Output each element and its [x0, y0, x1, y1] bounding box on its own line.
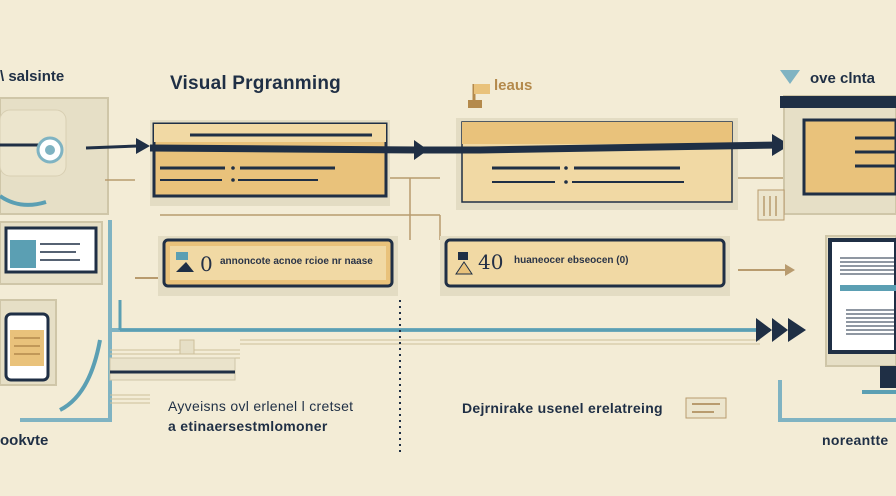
teal-right-loop — [778, 380, 896, 422]
caption-card-icon — [685, 397, 727, 419]
output-panel — [780, 95, 896, 215]
caption-left-line1: Ayveisns ovl erlenel l cretset — [168, 398, 354, 414]
process-node-b — [440, 236, 730, 296]
node-b-digit: 40 — [478, 250, 504, 274]
caption-center: Dejrnirake usenel erelatreing — [462, 400, 663, 416]
code-block-2 — [456, 118, 738, 210]
tablet-device — [0, 221, 103, 285]
node-a-icon — [176, 252, 188, 260]
striped-rails — [110, 339, 760, 404]
rail-block — [109, 357, 236, 381]
diagram-title: Visual Prgranming — [170, 73, 341, 94]
label-top-right: ove clnta — [810, 70, 876, 87]
label-top-center: leaus — [494, 77, 533, 94]
arrow-source-to-block1 — [85, 138, 150, 154]
label-top-left: \ salsinte — [0, 68, 65, 85]
left-bend — [59, 339, 102, 412]
output-flag-icon — [780, 70, 800, 84]
node-a-text: annoncote acnoe rcioe nr naase — [220, 256, 373, 267]
code-block-1 — [150, 120, 390, 206]
flag-icon — [468, 84, 490, 108]
node-b-text: huaneocer ebseocen (0) — [514, 255, 629, 266]
caption-left-line2: a etinaersestmlomoner — [168, 418, 328, 434]
source-panel — [0, 97, 109, 215]
output-stack-icon — [757, 189, 785, 221]
main-flow-line — [149, 134, 790, 160]
chevron-arrows — [756, 318, 806, 342]
node-a-digit: 0 — [200, 252, 213, 276]
teal-connectors — [0, 198, 896, 422]
node-b-icon — [458, 252, 468, 260]
thin-connectors — [105, 177, 790, 240]
rail-junction — [179, 339, 195, 355]
process-node-a — [158, 236, 398, 296]
label-bottom-left: ookvte — [0, 432, 49, 449]
phone-device — [0, 299, 57, 386]
monitor-display — [825, 235, 896, 394]
teal-left-loop — [20, 300, 112, 422]
label-bottom-right: noreantte — [822, 432, 889, 448]
